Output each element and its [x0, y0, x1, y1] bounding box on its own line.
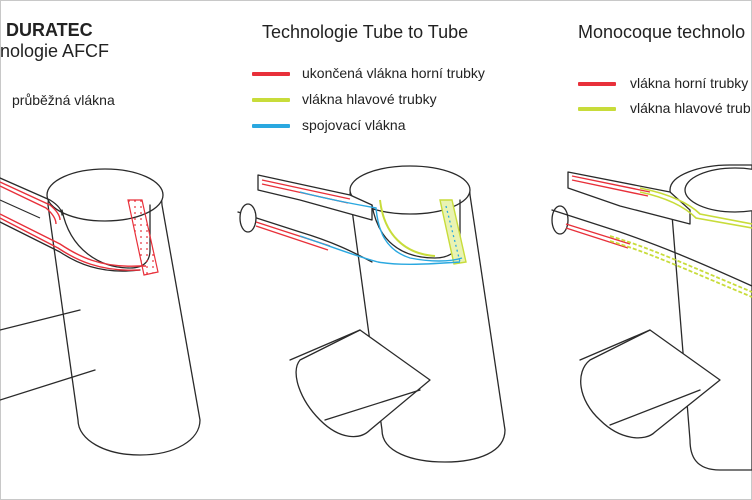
panel1-wall-section — [127, 199, 159, 276]
panel2-title: Technologie Tube to Tube — [262, 22, 469, 42]
panel2-legend-green-label: vlákna hlavové trubky — [302, 91, 437, 107]
legend-swatch-red — [578, 82, 616, 86]
panel1-subtitle: nologie AFCF — [0, 41, 110, 61]
panel1-drawing — [0, 168, 201, 456]
panel1-legend-label: průběžná vlákna — [12, 92, 115, 108]
panel3-legend-green-label: vlákna hlavové trub — [630, 100, 751, 116]
legend-swatch-blue — [252, 124, 290, 128]
panel3-drawing — [551, 164, 752, 471]
panel3-title: Monocoque technolo — [578, 22, 746, 42]
legend-swatch-red — [252, 72, 290, 76]
panel3-legend-red-label: vlákna horní trubky — [630, 75, 749, 91]
panel2-legend-blue-label: spojovací vlákna — [302, 117, 406, 133]
legend-swatch-green — [252, 98, 290, 102]
panel2-drawing — [237, 165, 506, 463]
panel1-title: DURATEC — [6, 20, 93, 40]
panel2-legend-red-label: ukončená vlákna horní trubky — [302, 65, 485, 81]
legend-swatch-green — [578, 107, 616, 111]
